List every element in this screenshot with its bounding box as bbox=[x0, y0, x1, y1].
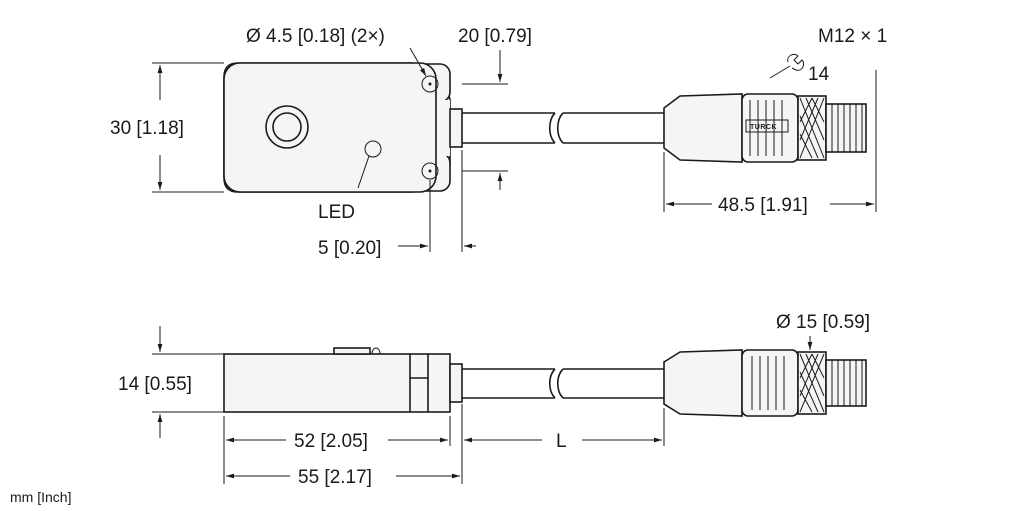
top-view: TURCK bbox=[110, 26, 887, 259]
hole-offset-label: 5 [0.20] bbox=[318, 238, 381, 259]
connector-top: TURCK bbox=[663, 93, 867, 163]
connector-offset-label: 20 [0.79] bbox=[458, 26, 532, 47]
dimensions-top bbox=[152, 50, 877, 252]
wrench-icon bbox=[769, 53, 805, 79]
body-length-label: 52 [2.05] bbox=[294, 431, 368, 452]
connector-side bbox=[663, 349, 867, 417]
sensor-body-top bbox=[223, 62, 463, 193]
led-indicator bbox=[364, 140, 382, 158]
wrench-size-label: 14 bbox=[808, 64, 830, 85]
units-note: mm [Inch] bbox=[10, 489, 71, 505]
height-label: 30 [1.18] bbox=[110, 118, 184, 139]
cable-length-label: L bbox=[556, 431, 567, 452]
connector-length-label: 48.5 [1.91] bbox=[718, 195, 808, 216]
side-view: Ø 15 [0.59] 14 [0.55] 52 [2.05] L 55 [2.… bbox=[118, 312, 870, 488]
dimensions-side bbox=[152, 326, 813, 484]
led-label: LED bbox=[318, 202, 355, 223]
connector-diameter-label: Ø 15 [0.59] bbox=[776, 312, 870, 333]
sensing-face bbox=[265, 105, 309, 149]
mounting-hole-bottom bbox=[421, 162, 439, 180]
sensor-body-side bbox=[223, 347, 463, 413]
hole-diameter-label: Ø 4.5 [0.18] (2×) bbox=[246, 26, 385, 47]
thickness-label: 14 [0.55] bbox=[118, 374, 192, 395]
thread-label: M12 × 1 bbox=[818, 26, 887, 47]
cable-side bbox=[462, 368, 664, 399]
total-length-label: 55 [2.17] bbox=[298, 467, 372, 488]
cable-top bbox=[462, 112, 664, 144]
mounting-hole-top bbox=[421, 75, 439, 93]
brand-label: TURCK bbox=[750, 124, 777, 131]
